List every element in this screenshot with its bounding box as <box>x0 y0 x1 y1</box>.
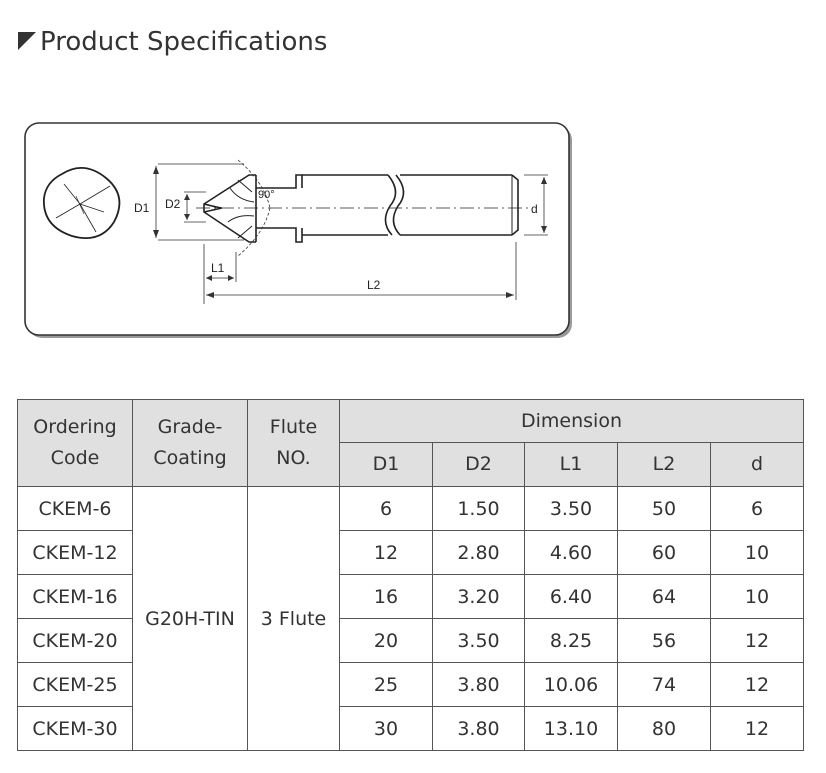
cell-l2: 74 <box>617 662 711 707</box>
cell-d2: 3.20 <box>432 574 525 619</box>
header-d2: D2 <box>432 442 525 487</box>
cell-d2: 1.50 <box>432 486 525 531</box>
cell-d: 12 <box>710 618 804 663</box>
cell-d: 12 <box>710 662 804 707</box>
cell-l2: 50 <box>617 486 711 531</box>
cell-d1: 12 <box>339 530 433 575</box>
cell-l1: 4.60 <box>524 530 618 575</box>
cell-d1: 16 <box>339 574 433 619</box>
triangle-marker-icon <box>18 32 36 50</box>
cell-d2: 3.50 <box>432 618 525 663</box>
table-row: CKEM-12 12 2.80 4.60 60 10 <box>17 530 804 575</box>
end-view <box>43 167 121 240</box>
header-row-dims: D1 D2 L1 L2 d <box>18 442 804 487</box>
table-row: CKEM-30 30 3.80 13.10 80 12 <box>17 706 804 751</box>
cell-d1: 25 <box>339 662 433 707</box>
cell-l1: 10.06 <box>524 662 618 707</box>
header-row-top: Ordering Code Grade- Coating Flute NO. D… <box>17 399 804 487</box>
cell-l1: 13.10 <box>524 706 618 751</box>
cell-l2: 56 <box>617 618 711 663</box>
label-d2: D2 <box>165 197 181 211</box>
cell-code: CKEM-16 <box>17 574 133 619</box>
spec-table: Ordering Code Grade- Coating Flute NO. D… <box>17 399 804 751</box>
cell-d1: 30 <box>339 706 433 751</box>
cell-code: CKEM-12 <box>17 530 133 575</box>
cell-l2: 64 <box>617 574 711 619</box>
label-d: d <box>531 202 538 216</box>
cell-d2: 2.80 <box>432 530 525 575</box>
table-row: CKEM-20 20 3.50 8.25 56 12 <box>17 618 804 663</box>
cell-flute: 3 Flute <box>247 486 340 751</box>
cell-d: 10 <box>710 530 804 575</box>
header-d1: D1 <box>339 442 433 487</box>
cell-l2: 60 <box>617 530 711 575</box>
header-l1: L1 <box>524 442 618 487</box>
cell-d: 6 <box>710 486 804 531</box>
table-row: CKEM-6 G20H-TIN 3 Flute 6 1.50 3.50 50 6 <box>17 486 804 751</box>
cell-l2: 80 <box>617 706 711 751</box>
cell-code: CKEM-30 <box>17 706 133 751</box>
tool-diagram: D1 D2 90° L1 L2 d <box>24 122 572 338</box>
cell-d: 12 <box>710 706 804 751</box>
cell-d1: 6 <box>339 486 433 531</box>
cell-l1: 8.25 <box>524 618 618 663</box>
page-title: Product Specifications <box>40 27 328 57</box>
cell-d: 10 <box>710 574 804 619</box>
cell-l1: 3.50 <box>524 486 618 531</box>
cell-d2: 3.80 <box>432 706 525 751</box>
cell-l1: 6.40 <box>524 574 618 619</box>
cell-code: CKEM-25 <box>17 662 133 707</box>
cell-code: CKEM-6 <box>17 486 133 531</box>
header-l2: L2 <box>617 442 711 487</box>
header-d: d <box>710 442 804 487</box>
cell-d1: 20 <box>339 618 433 663</box>
cell-d2: 3.80 <box>432 662 525 707</box>
label-l2: L2 <box>367 278 381 292</box>
label-d1: D1 <box>134 201 150 215</box>
label-angle: 90° <box>258 189 275 201</box>
header-ordering-code: Ordering Code <box>17 399 133 487</box>
table-row: CKEM-25 25 3.80 10.06 74 12 <box>17 662 804 707</box>
side-view <box>196 174 528 243</box>
header-dimension: Dimension <box>339 399 804 443</box>
cell-grade-coating: G20H-TIN <box>132 486 248 751</box>
dimension-arrows <box>153 166 547 298</box>
header-grade-coating: Grade- Coating <box>132 399 248 487</box>
table-row: CKEM-16 16 3.20 6.40 64 10 <box>17 574 804 619</box>
diagram-frame <box>24 122 570 336</box>
label-l1: L1 <box>211 261 225 275</box>
dimension-lines <box>155 159 548 304</box>
header-flute-no: Flute NO. <box>247 399 340 487</box>
cell-code: CKEM-20 <box>17 618 133 663</box>
section-heading: Product Specifications <box>18 24 327 60</box>
